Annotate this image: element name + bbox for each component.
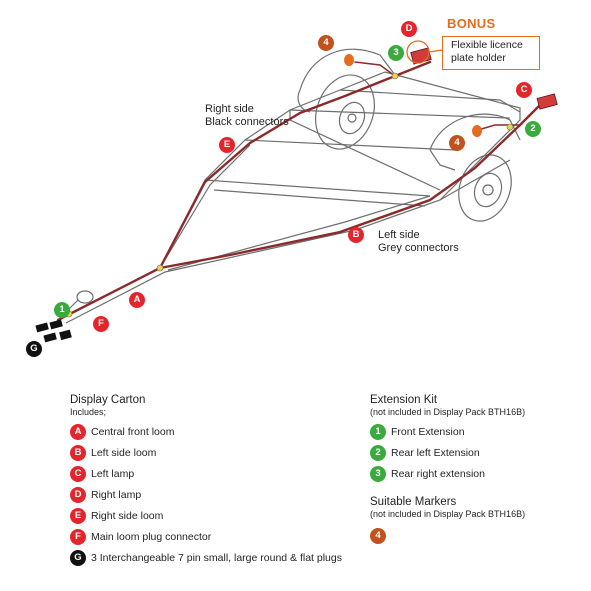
bonus-title: BONUS <box>447 16 496 31</box>
extension-kit-subtitle: (not included in Display Pack BTH16B) <box>370 407 526 417</box>
carton-badge-A: A <box>70 423 86 440</box>
carton-item-G: G 3 Interchangeable 7 pin small, large ro… <box>70 547 342 568</box>
carton-item-F: F Main loom plug connector <box>70 526 342 547</box>
extension-badge-2: 2 <box>370 444 386 461</box>
display-carton-legend: Display Carton Includes; A Central front … <box>70 394 342 568</box>
carton-badge-E: E <box>70 507 86 524</box>
extension-item-3: 3 Rear right extension <box>370 463 525 484</box>
suitable-markers-title: Suitable Markers <box>370 496 457 508</box>
plugs <box>35 319 72 343</box>
carton-item-B: B Left side loom <box>70 442 342 463</box>
marker-item-4: 4 <box>370 525 525 546</box>
extension-text-2: Rear left Extension <box>391 446 480 459</box>
badge-3: 3 <box>388 45 404 61</box>
left-side-line2: Grey connectors <box>378 242 459 254</box>
suitable-markers-subtitle: (not included in Display Pack BTH16B) <box>370 509 526 519</box>
right-side-line2: Black connectors <box>205 116 289 128</box>
carton-text-G: 3 Interchangeable 7 pin small, large rou… <box>91 551 342 564</box>
extension-text-1: Front Extension <box>391 425 465 438</box>
extension-text-3: Rear right extension <box>391 467 485 480</box>
carton-item-A: A Central front loom <box>70 421 342 442</box>
carton-badge-B: B <box>70 444 86 461</box>
bonus-line2: plate holder <box>451 52 506 64</box>
wiring-looms <box>56 60 542 322</box>
carton-text-B: Left side loom <box>91 446 157 459</box>
right-side-label: Right side Black connectors <box>205 103 289 129</box>
carton-text-E: Right side loom <box>91 509 164 522</box>
extension-item-2: 2 Rear left Extension <box>370 442 525 463</box>
right-side-line1: Right side <box>205 103 254 115</box>
lamps <box>344 47 558 137</box>
left-wheel <box>315 74 375 150</box>
left-side-label: Left side Grey connectors <box>378 229 459 255</box>
left-side-line1: Left side <box>378 229 420 241</box>
trailer-frame <box>57 48 521 324</box>
badge-F: F <box>93 316 109 332</box>
carton-badge-D: D <box>70 486 86 503</box>
badge-2: 2 <box>525 121 541 137</box>
carton-text-F: Main loom plug connector <box>91 530 212 543</box>
marker-badge-4: 4 <box>370 527 386 544</box>
extension-badge-1: 1 <box>370 423 386 440</box>
badge-B: B <box>348 227 364 243</box>
right-wheel <box>458 154 512 222</box>
carton-badge-G: G <box>70 549 86 566</box>
display-carton-title: Display Carton <box>70 394 146 406</box>
badge-C: C <box>516 82 532 98</box>
carton-text-A: Central front loom <box>91 425 175 438</box>
suitable-markers-legend: Suitable Markers (not included in Displa… <box>370 496 525 546</box>
extension-item-1: 1 Front Extension <box>370 421 525 442</box>
display-carton-subtitle: Includes; <box>70 407 107 417</box>
extension-kit-title: Extension Kit <box>370 394 438 406</box>
trailer-wiring-diagram <box>35 40 558 343</box>
badge-D: D <box>401 21 417 37</box>
carton-item-E: E Right side loom <box>70 505 342 526</box>
badge-1: 1 <box>54 302 70 318</box>
badge-4-top: 4 <box>318 35 334 51</box>
badge-A: A <box>129 292 145 308</box>
badge-G: G <box>26 341 42 357</box>
carton-badge-F: F <box>70 528 86 545</box>
badge-4-rear: 4 <box>449 135 465 151</box>
bonus-box: Flexible licence plate holder <box>442 36 540 70</box>
carton-item-D: D Right lamp <box>70 484 342 505</box>
carton-badge-C: C <box>70 465 86 482</box>
extension-kit-legend: Extension Kit (not included in Display P… <box>370 394 525 484</box>
carton-text-C: Left lamp <box>91 467 135 480</box>
badge-E: E <box>219 137 235 153</box>
bonus-line1: Flexible licence <box>451 39 523 51</box>
carton-item-C: C Left lamp <box>70 463 342 484</box>
extension-badge-3: 3 <box>370 465 386 482</box>
bonus-leader-line <box>428 49 443 53</box>
carton-text-D: Right lamp <box>91 488 142 501</box>
